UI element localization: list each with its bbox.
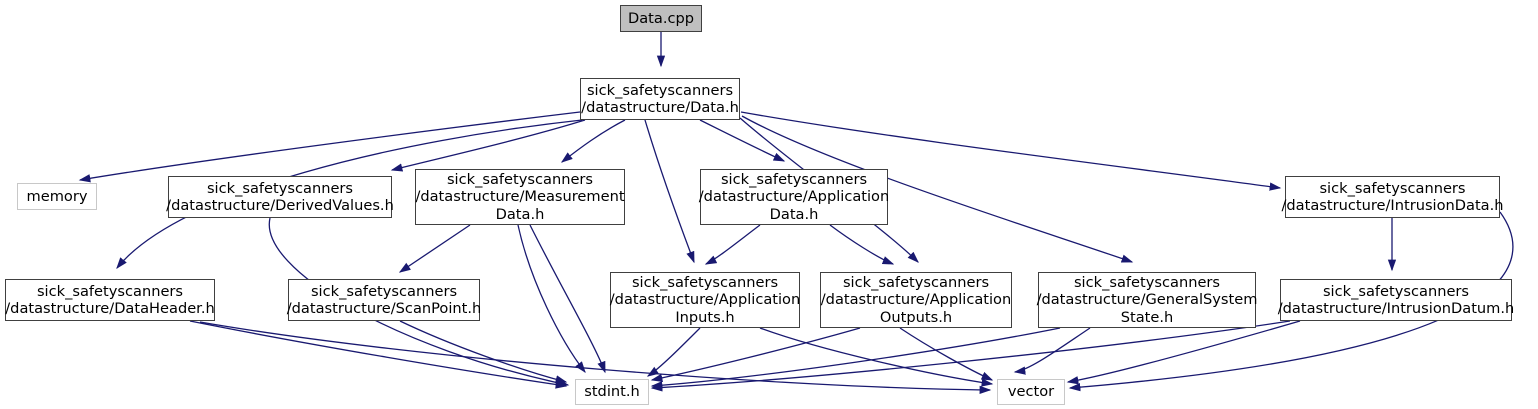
edge-data_h-to-memory (78, 111, 581, 183)
edge-data_h-to-measurement (560, 119, 626, 163)
edge-measurement-to-stdint (517, 224, 586, 374)
graph-node-memory[interactable]: memory (17, 183, 97, 210)
graph-node-gen_sys_state[interactable]: sick_safetyscanners /datastructure/Gener… (1036, 272, 1258, 328)
graph-node-derived_values[interactable]: sick_safetyscanners /datastructure/Deriv… (166, 176, 394, 218)
graph-node-label: Data.cpp (627, 9, 695, 27)
edge-gen_sys_state-to-vector (1013, 327, 1091, 375)
graph-node-label: sick_safetyscanners /datastructure/Intru… (1277, 282, 1515, 317)
graph-node-application[interactable]: sick_safetyscanners /datastructure/Appli… (698, 169, 890, 225)
graph-node-intrusion_data[interactable]: sick_safetyscanners /datastructure/Intru… (1281, 176, 1504, 218)
graph-node-label: sick_safetyscanners /datastructure/Appli… (698, 171, 890, 223)
graph-node-label: sick_safetyscanners /datastructure/Intru… (1281, 179, 1504, 214)
edge-data_h-to-intrusion_data (740, 111, 1282, 191)
graph-node-app_inputs[interactable]: sick_safetyscanners /datastructure/Appli… (610, 272, 800, 328)
graph-node-label: sick_safetyscanners /datastructure/Appli… (609, 274, 801, 326)
graph-node-measurement[interactable]: sick_safetyscanners /datastructure/Measu… (415, 169, 625, 225)
edge-app_outputs-to-vector (899, 327, 994, 381)
edge-application-to-app_outputs (829, 224, 895, 265)
edge-scan_point-to-stdint (399, 320, 568, 384)
graph-node-label: sick_safetyscanners /datastructure/Appli… (820, 274, 1012, 326)
graph-node-scan_point[interactable]: sick_safetyscanners /datastructure/ScanP… (286, 279, 482, 321)
edge-data_h-to-application (699, 119, 786, 162)
graph-node-label: sick_safetyscanners /datastructure/DataH… (5, 282, 215, 317)
edge-data_header-to-vector (199, 321, 992, 395)
edge-data_h-to-derived_values (390, 119, 586, 172)
graph-node-intrusion_datum[interactable]: sick_safetyscanners /datastructure/Intru… (1277, 279, 1515, 321)
graph-node-data_cpp[interactable]: Data.cpp (620, 5, 702, 32)
edge-intrusion_datum-to-stdint (650, 320, 1291, 392)
graph-node-label: sick_safetyscanners /datastructure/Gener… (1036, 274, 1258, 326)
graph-node-app_outputs[interactable]: sick_safetyscanners /datastructure/Appli… (820, 272, 1012, 328)
edge-data_h-to-data_header (116, 119, 583, 270)
graph-node-label: sick_safetyscanners /datastructure/Deriv… (166, 179, 394, 214)
edge-app_inputs-to-vector (759, 327, 994, 387)
graph-node-stdint[interactable]: stdint.h (575, 379, 649, 405)
graph-node-label: vector (1007, 383, 1055, 401)
graph-node-vector[interactable]: vector (997, 379, 1065, 405)
edge-app_inputs-to-stdint (646, 327, 701, 377)
graph-node-label: stdint.h (584, 383, 640, 401)
edge-intrusion_datum-to-vector (1066, 320, 1301, 385)
graph-node-label: memory (26, 187, 88, 205)
graph-node-data_h[interactable]: sick_safetyscanners /datastructure/Data.… (580, 78, 740, 120)
graph-node-label: sick_safetyscanners /datastructure/ScanP… (286, 282, 482, 317)
edge-gen_sys_state-to-stdint (650, 327, 1061, 390)
graph-node-data_header[interactable]: sick_safetyscanners /datastructure/DataH… (5, 279, 215, 321)
graph-node-label: sick_safetyscanners /datastructure/Data.… (581, 81, 739, 116)
edge-application-to-app_inputs (704, 224, 761, 265)
edge-data_h-to-app_inputs (644, 119, 695, 264)
edge-data_h-to-gen_sys_state (741, 115, 1134, 263)
edge-measurement-to-scan_point (398, 224, 471, 273)
edge-measurement-to-stdint (529, 224, 606, 374)
edge-data_header-to-stdint (189, 320, 568, 389)
edge-app_outputs-to-stdint (650, 327, 861, 382)
graph-node-label: sick_safetyscanners /datastructure/Measu… (415, 171, 625, 223)
